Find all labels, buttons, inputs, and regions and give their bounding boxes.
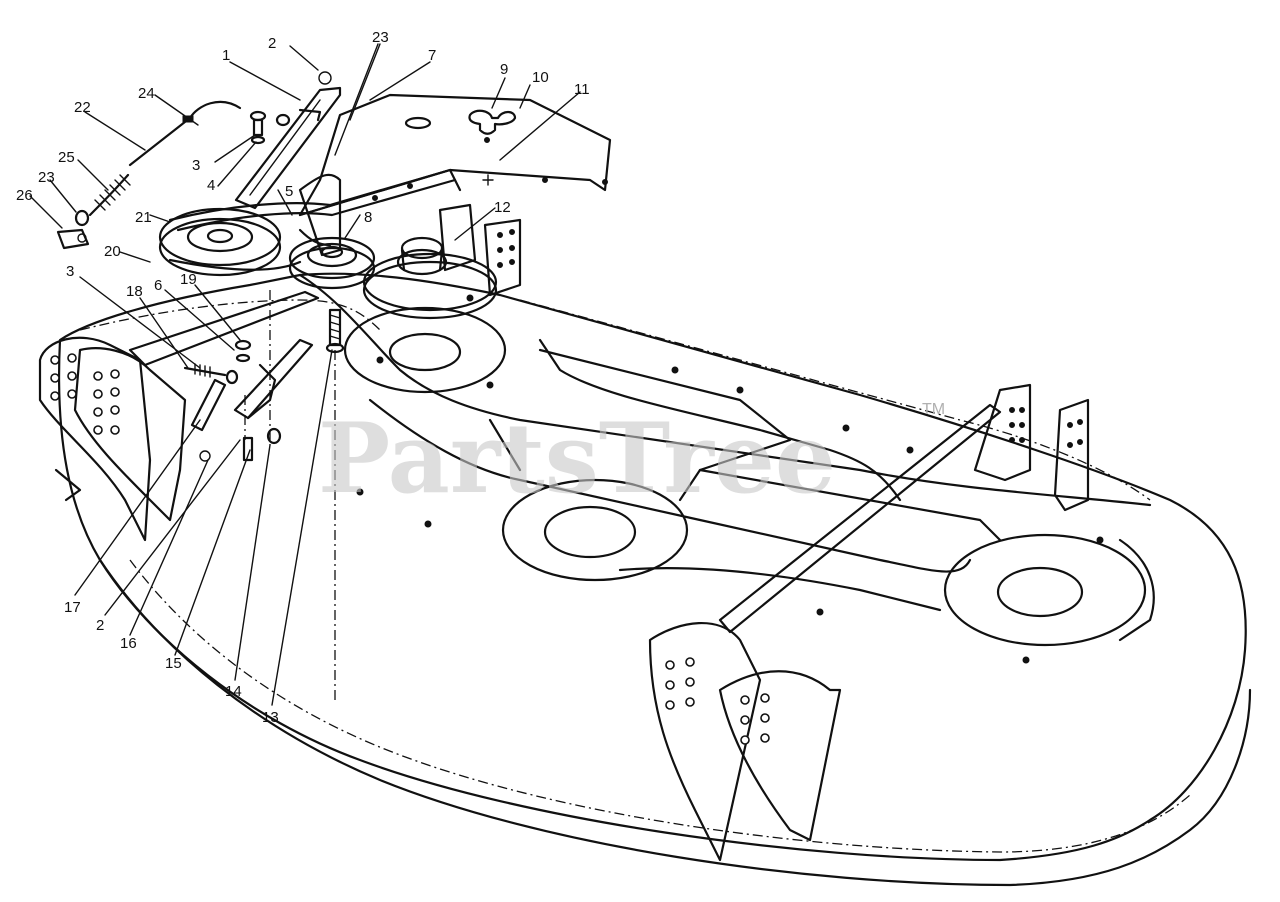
callout-16: 16: [120, 635, 137, 652]
watermark: PartsTree TM: [318, 401, 945, 515]
callout-6: 6: [154, 277, 162, 294]
callout-5: 5: [285, 183, 293, 200]
deck-housing: [57, 272, 1252, 887]
callout-1: 1: [222, 47, 230, 64]
callout-10: 10: [532, 69, 549, 86]
spindle-openings: [343, 306, 1147, 647]
callout-23: 23: [372, 29, 389, 46]
callout-8: 8: [364, 209, 372, 226]
callout-19: 19: [180, 271, 197, 288]
tension-rod: [56, 100, 242, 250]
idler-bracket: [298, 173, 342, 257]
left-deflector: [38, 336, 187, 542]
lower-bracket: [128, 290, 320, 462]
callout-17: 17: [64, 599, 81, 616]
right-deflector: [648, 403, 1002, 862]
upper-bolt: [249, 110, 291, 145]
callout-3-lower: 3: [66, 263, 74, 280]
callout-22: 22: [74, 99, 91, 116]
drive-belt: [168, 168, 457, 271]
callout-4: 4: [207, 177, 215, 194]
spindle-bolt: [325, 308, 345, 700]
wing-nut: [468, 109, 517, 186]
deck-ribs: [368, 338, 1155, 642]
callout-3: 3: [192, 157, 200, 174]
callout-21: 21: [135, 209, 152, 226]
callout-18: 18: [126, 283, 143, 300]
callout-2: 2: [268, 35, 276, 52]
callout-9: 9: [500, 61, 508, 78]
callout-25: 25: [58, 149, 75, 166]
rear-brackets: [438, 203, 1090, 512]
watermark-trademark: TM: [922, 401, 945, 418]
callout-2-lower: 2: [96, 617, 104, 634]
callout-7: 7: [428, 47, 436, 64]
idler-pulley: [288, 236, 376, 290]
spindle-pulley: [362, 236, 498, 320]
callout-26: 26: [16, 187, 33, 204]
belt-guard: [298, 93, 612, 217]
callout-14: 14: [225, 683, 242, 700]
callout-12: 12: [494, 199, 511, 216]
callout-labels: 1 2 23 7 9 10 11 24 22 3 4 25 23 26 5 21…: [16, 29, 590, 726]
callout-20: 20: [104, 243, 121, 260]
callout-13: 13: [262, 709, 279, 726]
callout-24: 24: [138, 85, 155, 102]
leader-lines: [29, 43, 581, 706]
callout-23-lower: 23: [38, 169, 55, 186]
callout-15: 15: [165, 655, 182, 672]
deck-holes: [356, 294, 1104, 664]
idler-arm: [234, 71, 342, 210]
watermark-text: PartsTree: [318, 402, 836, 515]
callout-11: 11: [574, 81, 590, 98]
